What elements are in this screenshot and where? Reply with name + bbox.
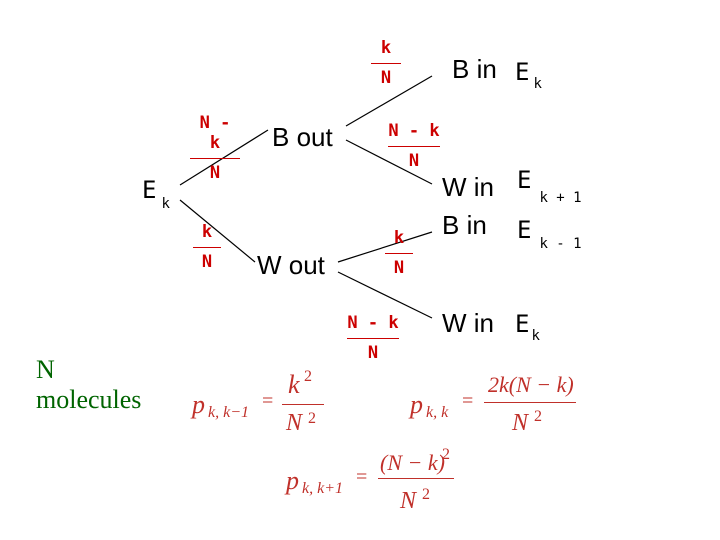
- leaf-w-in-mid-label: W in: [442, 172, 494, 202]
- prob-w-in-bottom-numerator: N - k: [347, 313, 399, 333]
- prob-w-out-bar: [193, 247, 221, 248]
- eq2-denominator: N: [512, 410, 529, 436]
- prob-b-in-top-denominator: N: [380, 68, 392, 88]
- leaf-b-in-top-state-subscript: k: [533, 76, 542, 92]
- eq2-equals: =: [462, 390, 474, 412]
- eq3-denominator: N: [400, 488, 417, 514]
- eq1-lhs-p: p: [192, 390, 205, 419]
- eq3-numerator: (N − k): [380, 450, 445, 475]
- prob-b-in-top-bar: [371, 63, 401, 64]
- prob-w-in-mid-numerator: N - k: [388, 121, 440, 141]
- eq2-fraction-bar: [484, 402, 576, 403]
- eq1-denominator: N: [286, 410, 303, 436]
- equation-p-k-k: p k, k = 2k(N − k) N 2: [410, 370, 590, 442]
- equation-p-k-k-minus-1: p k, k−1 = k 2 N 2: [192, 368, 342, 440]
- molecules-label-n: N: [36, 355, 55, 384]
- eq1-fraction-bar: [282, 404, 324, 405]
- leaf-w-in-bottom-state-subscript: k: [531, 328, 540, 344]
- leaf-w-in-mid-state-subscript: k + 1: [539, 190, 582, 206]
- leaf-b-in-top-state-symbol: E: [515, 58, 530, 86]
- eq1-equals: =: [262, 390, 274, 412]
- prob-w-in-mid-bar: [388, 146, 440, 147]
- eq2-denominator-exponent: 2: [534, 408, 542, 425]
- prob-b-in-mid-numerator: k: [393, 228, 405, 248]
- prob-b-out-bar: [190, 158, 240, 159]
- molecules-label: N molecules: [36, 355, 141, 415]
- eq1-lhs-subscript: k, k−1: [208, 404, 249, 421]
- node-b-out: B out: [272, 122, 333, 152]
- prob-b-in-top-numerator: k: [380, 38, 392, 58]
- prob-b-in-mid-denominator: N: [393, 258, 405, 278]
- edge-b-out-to-w-in: [345, 139, 433, 185]
- eq3-equals: =: [356, 466, 368, 488]
- prob-b-out-denominator: N: [209, 163, 221, 183]
- prob-w-in-bottom: N - k N: [347, 313, 399, 363]
- prob-w-in-bottom-bar: [347, 338, 399, 339]
- eq3-fraction-bar: [378, 478, 454, 479]
- prob-b-in-top: k N: [371, 38, 401, 88]
- prob-b-out: N - k N: [190, 113, 240, 183]
- eq1-denominator-exponent: 2: [308, 410, 316, 427]
- prob-b-out-numerator: N - k: [199, 113, 231, 153]
- prob-w-in-bottom-denominator: N: [367, 343, 379, 363]
- eq1-numerator: k: [288, 370, 300, 399]
- prob-w-out-numerator: k: [201, 222, 213, 242]
- prob-w-out-denominator: N: [201, 252, 213, 272]
- eq2-lhs-subscript: k, k: [426, 404, 449, 421]
- leaf-b-in-mid-state-symbol: E: [517, 216, 532, 244]
- leaf-w-in-bottom-label: W in: [442, 308, 494, 338]
- eq3-denominator-exponent: 2: [422, 486, 430, 503]
- edge-w-out-to-w-in: [337, 271, 433, 319]
- eq3-lhs-p: p: [286, 466, 299, 495]
- molecules-label-text: molecules: [36, 385, 142, 414]
- leaf-b-in-mid-label: B in: [442, 210, 487, 240]
- node-w-out: W out: [257, 250, 325, 280]
- leaf-w-in-mid-state-symbol: E: [517, 166, 532, 194]
- leaf-w-in-bottom-state-symbol: E: [515, 310, 530, 338]
- leaf-b-in-top-label: B in: [452, 54, 497, 84]
- leaf-b-in-mid-state-subscript: k - 1: [539, 236, 582, 252]
- eq1-numerator-exponent: 2: [304, 368, 312, 385]
- eq3-lhs-subscript: k, k+1: [302, 480, 343, 497]
- prob-w-in-mid: N - k N: [388, 121, 440, 171]
- prob-b-in-mid: k N: [385, 228, 413, 278]
- eq3-numerator-exponent: 2: [442, 446, 450, 463]
- equation-p-k-k-plus-1: p k, k+1 = (N − k) 2 N 2: [286, 446, 466, 522]
- edge-root-to-b-out: [179, 129, 269, 186]
- edge-b-out-to-b-in: [345, 75, 433, 127]
- eq2-lhs-p: p: [410, 390, 423, 419]
- edge-root-to-w-out: [179, 199, 256, 263]
- eq2-numerator: 2k(N − k): [488, 372, 574, 397]
- prob-w-in-mid-denominator: N: [408, 151, 420, 171]
- leaf-w-in-mid-state: Ek + 1: [517, 166, 582, 206]
- root-state-subscript: k: [161, 196, 170, 212]
- root-state-symbol: E: [142, 176, 157, 204]
- edge-w-out-to-b-in: [337, 231, 433, 263]
- prob-w-out: k N: [193, 222, 221, 272]
- prob-b-in-mid-bar: [385, 253, 413, 254]
